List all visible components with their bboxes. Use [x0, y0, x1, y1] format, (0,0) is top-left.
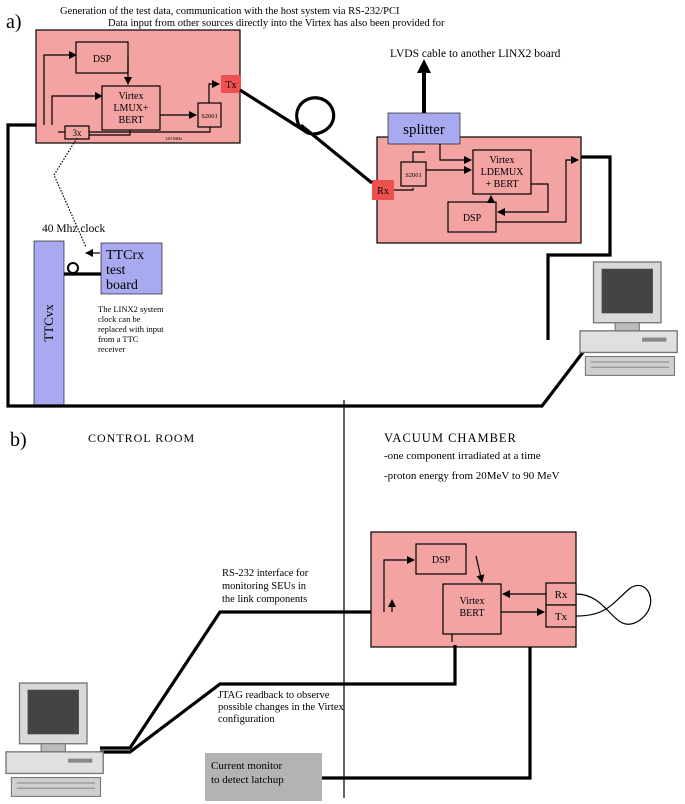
wire-clock-to-virtex: [89, 130, 131, 136]
rx-virtex-line3: + BERT: [485, 179, 518, 190]
ttc-note-line3: replaced with input: [98, 324, 164, 334]
wire-b-dsp-to-virtex: [475, 555, 485, 583]
tx-virtex-block: [101, 85, 161, 131]
panel-b-label: b): [10, 429, 27, 451]
tx-serializer-label: S2061: [201, 113, 218, 120]
vc-note-line2: -proton energy from 20MeV to 90 MeV: [384, 470, 560, 482]
control-room-label: CONTROL ROOM: [88, 431, 195, 445]
ttcrx-line1: TTCrx: [106, 248, 144, 263]
multiplier-label: 3x: [73, 128, 83, 138]
splitter-label: splitter: [403, 122, 445, 138]
b-dsp-label: DSP: [432, 555, 451, 566]
wire-virtex-to-dsp: [497, 183, 549, 216]
rs232-line2: monitoring SEUs in: [222, 581, 307, 592]
panel-a-label: a): [6, 11, 22, 33]
ttcrx-line3: board: [106, 278, 138, 293]
tx-virtex-line3: BERT: [119, 115, 144, 126]
ttcvx-label: TTCvx: [41, 304, 56, 342]
rx-virtex-line2: LDEMUX: [481, 167, 525, 178]
irradiated-board: [370, 531, 577, 648]
vc-note-line1: -one component irradiated at a time: [384, 450, 541, 462]
rx-dsp-label: DSP: [463, 213, 482, 224]
vacuum-chamber-label: VACUUM CHAMBER: [384, 431, 517, 445]
tx-virtex-line2: LMUX+: [113, 103, 148, 114]
wire-clock-to-serializer: [89, 127, 211, 133]
rs232-line3: the link components: [222, 594, 307, 605]
rx-dsp-block: [447, 201, 497, 233]
tx-port-label: Tx: [225, 80, 236, 91]
splitter-block: [387, 112, 461, 145]
ttcrx-block: [100, 242, 163, 295]
ttc-note-line2: clock can be: [98, 314, 141, 324]
computer-icon: [5, 682, 104, 798]
wire-b-to-dsp: [383, 556, 415, 612]
cable-rx-to-host: [546, 155, 612, 340]
jtag-cable: [100, 645, 457, 754]
tx-virtex-line1: Virtex: [119, 91, 144, 102]
rx-virtex-line1: Virtex: [490, 155, 515, 166]
wire-deserializer-to-splitter: [412, 151, 425, 162]
b-virtex-line1: Virtex: [460, 596, 485, 607]
loopback-fibre: [575, 584, 652, 625]
b-tx-label: Tx: [555, 611, 568, 623]
rs232-cable: [100, 610, 371, 750]
lvds-note: LVDS cable to another LINX2 board: [390, 48, 561, 60]
b-virtex-line2: BERT: [460, 608, 485, 619]
wire-serializer-to-tx: [208, 80, 220, 103]
cable-loop-icon: [239, 88, 374, 185]
b-rx-label: Rx: [555, 589, 568, 601]
jtag-line3: configuration: [218, 714, 275, 725]
ttc-note-line4: from a TTC: [98, 334, 139, 344]
current-line2: to detect latchup: [211, 774, 284, 786]
ttc-note-line1: The LINX2 system: [98, 304, 164, 314]
ttc-loop-icon: [67, 262, 79, 274]
ttc-note-line5: receiver: [98, 344, 126, 354]
ttcrx-line2: test: [106, 263, 126, 278]
clock-label: 40 Mhz clock: [42, 223, 105, 235]
computer-icon: [579, 261, 678, 377]
rx-port: [372, 180, 394, 200]
wire-dsp-to-output: [496, 156, 579, 223]
clock-line: [53, 137, 87, 248]
wire-splitter-to-virtex: [439, 144, 472, 164]
tx-dsp-label: DSP: [93, 54, 112, 65]
generation-note: Generation of the test data, communicati…: [60, 6, 400, 17]
cable-host-to-tx: [6, 123, 592, 408]
freq-label: 120 MHz: [165, 136, 182, 141]
tx-port: [221, 75, 241, 93]
wire-left-to-dsp: [43, 51, 77, 125]
jtag-line2: possible changes in the Virtex: [218, 702, 344, 713]
b-dsp-block: [415, 543, 467, 575]
rx-port-label: Rx: [377, 186, 389, 197]
b-virtex-block: [442, 583, 502, 635]
wire-to-virtex: [51, 92, 103, 125]
rs232-line1: RS-232 interface for: [222, 568, 309, 579]
current-monitor-block: [205, 753, 322, 801]
ttcvx-block: [33, 240, 65, 406]
rx-virtex-block: [472, 149, 532, 195]
rx-deserializer-label: S2061: [405, 172, 422, 179]
data-input-note: Data input from other sources directly i…: [108, 18, 445, 29]
jtag-line1: JTAG readback to observe: [218, 690, 330, 701]
current-monitor-cable: [322, 647, 532, 780]
current-line1: Current monitor: [211, 760, 283, 772]
wire-rx-to-deserializer: [394, 188, 414, 191]
